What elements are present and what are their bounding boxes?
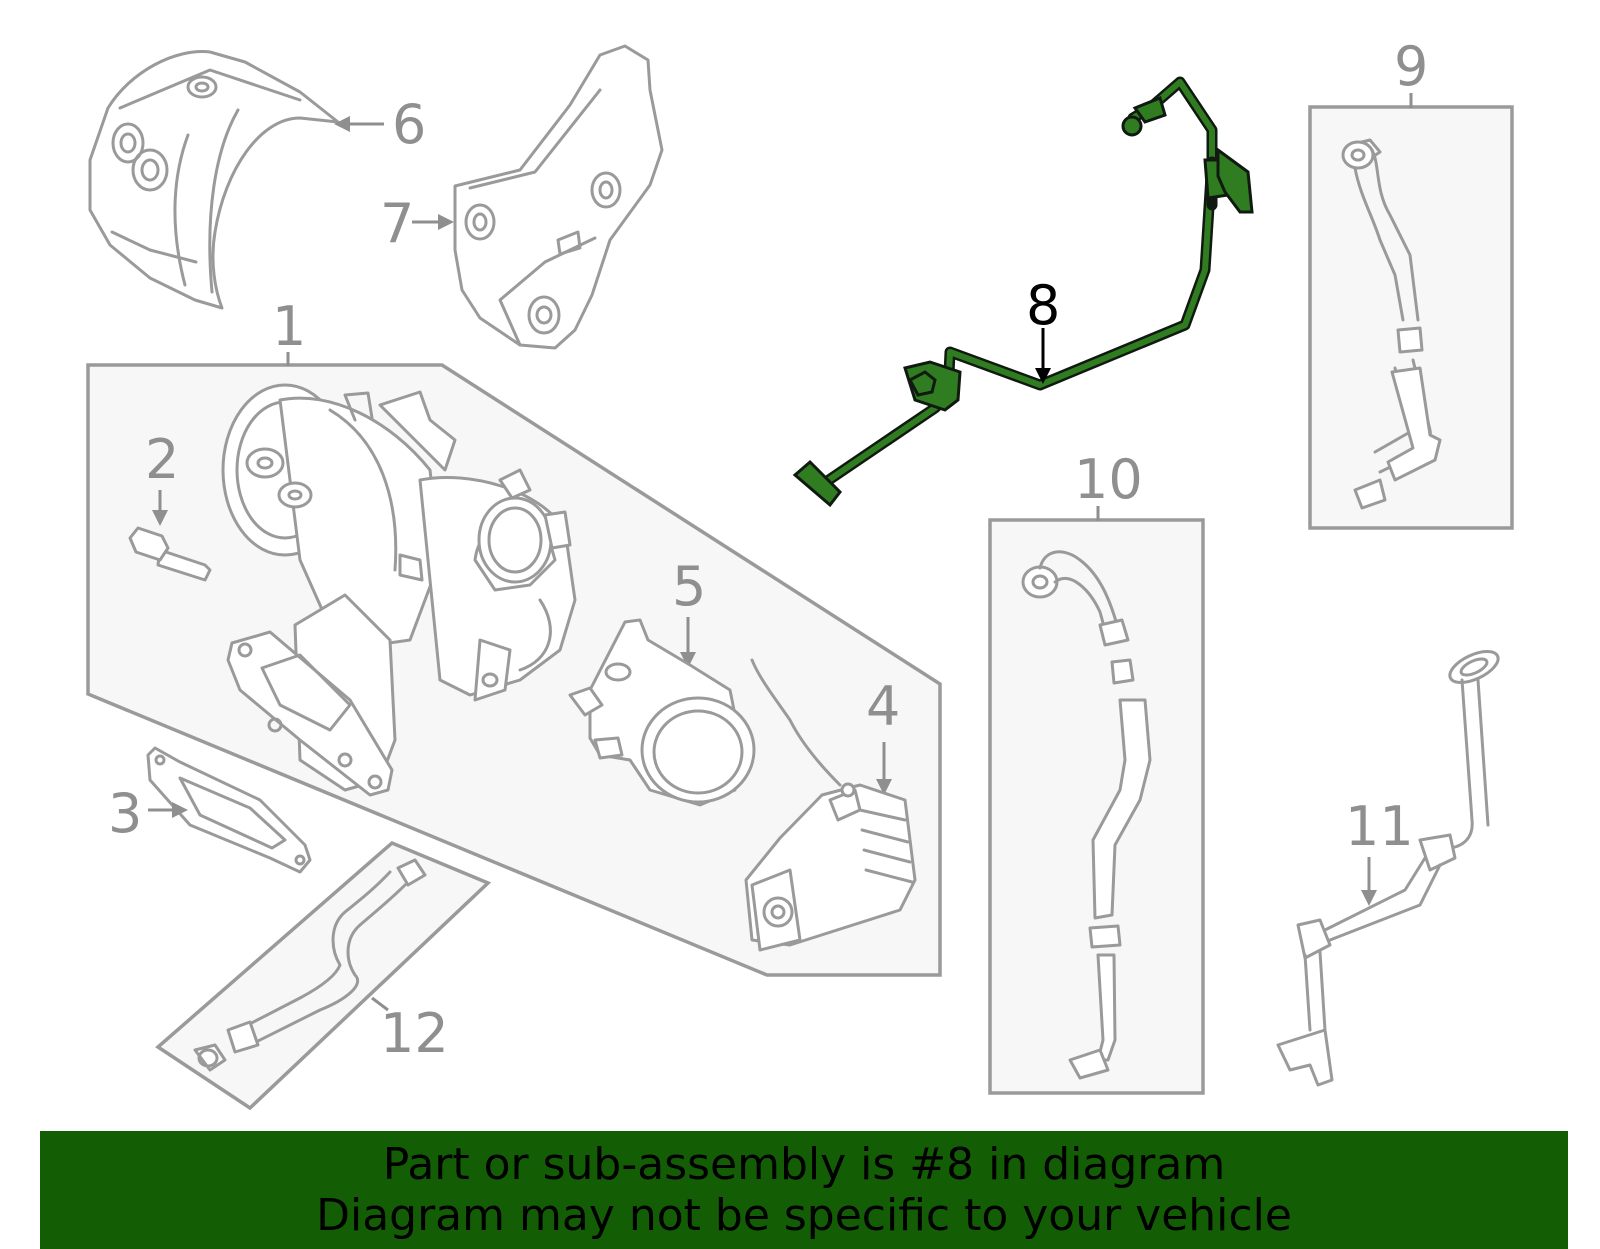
callout-12: 12 (380, 1002, 449, 1065)
callout-4: 4 (866, 675, 900, 738)
box-10 (988, 518, 1205, 1095)
callout-9: 9 (1394, 35, 1428, 98)
heat-shield-7[interactable] (453, 44, 664, 350)
callout-10: 10 (1074, 448, 1143, 511)
oil-line-8-highlighted[interactable] (792, 76, 1254, 508)
callout-11: 11 (1345, 795, 1414, 858)
bolt-2[interactable] (128, 526, 212, 582)
wastegate-actuator-4[interactable] (744, 658, 917, 952)
hose-11[interactable] (1276, 645, 1503, 1087)
disclaimer-banner: Part or sub-assembly is #8 in diagram Di… (40, 1131, 1568, 1249)
callout-8: 8 (1026, 274, 1060, 337)
box-9 (1308, 105, 1514, 530)
callout-2: 2 (145, 428, 179, 491)
hose-12[interactable] (193, 858, 427, 1072)
callout-1: 1 (272, 295, 306, 358)
callout-7: 7 (380, 192, 414, 255)
hose-10[interactable] (1021, 550, 1152, 1080)
banner-line-1: Part or sub-assembly is #8 in diagram (382, 1139, 1226, 1190)
callout-6: 6 (392, 93, 426, 156)
turbocharger-1[interactable] (221, 383, 577, 797)
intake-elbow-5[interactable] (568, 618, 756, 807)
callout-5: 5 (672, 555, 706, 618)
callout-3: 3 (108, 782, 142, 845)
heat-shield-6[interactable] (88, 50, 340, 310)
banner-line-2: Diagram may not be specific to your vehi… (316, 1190, 1292, 1241)
hose-9[interactable] (1341, 138, 1442, 510)
